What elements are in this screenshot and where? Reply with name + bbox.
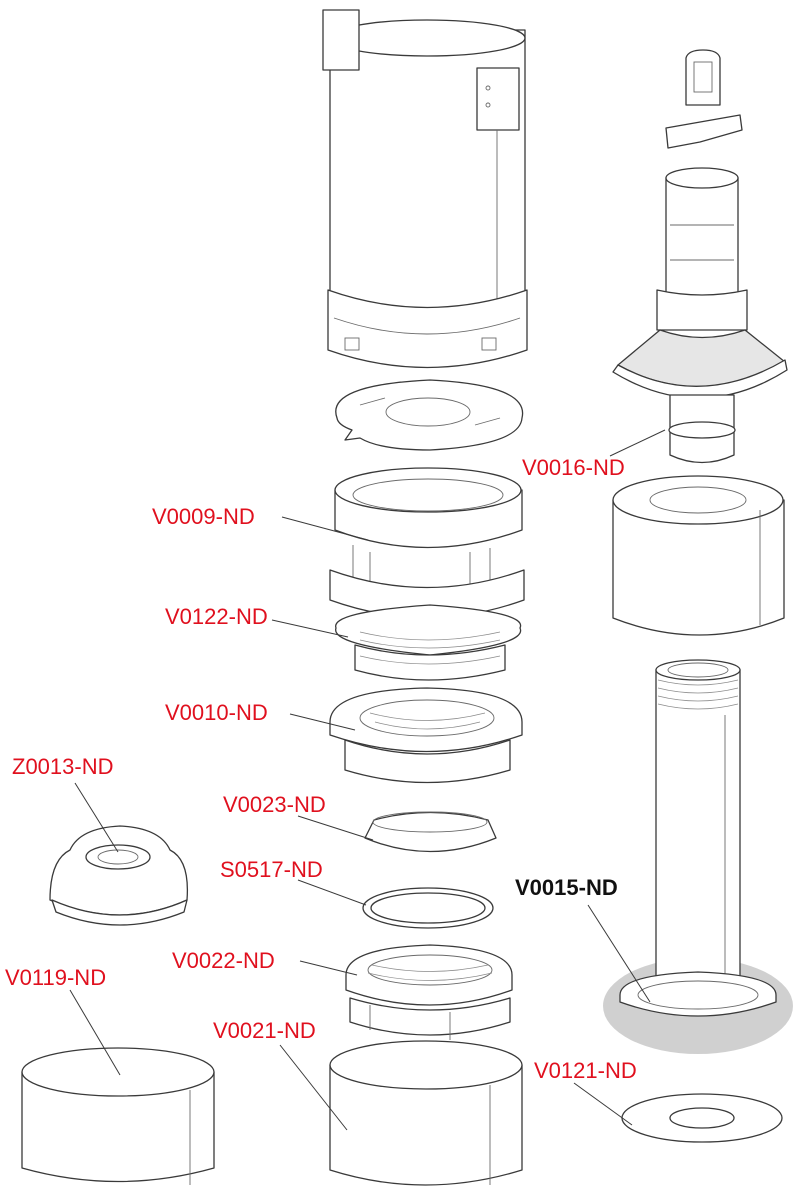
o-ring-part — [362, 887, 494, 929]
label-v0023: V0023-ND — [223, 792, 326, 817]
sleeve-part — [329, 1040, 523, 1186]
overflow-pipe-part — [619, 659, 777, 1017]
label-v0010: V0010-ND — [165, 700, 268, 725]
float-cup-part — [612, 475, 785, 636]
nut-part — [329, 687, 523, 784]
label-v0009: V0009-ND — [152, 504, 255, 529]
valve-body-part — [329, 467, 525, 619]
locking-plate-part — [335, 379, 524, 451]
float-valve-part — [609, 49, 788, 464]
label-v0119: V0119-ND — [5, 965, 106, 990]
dome-seal-part — [49, 825, 189, 926]
label-v0016: V0016-ND — [522, 455, 625, 480]
label-v0121: V0121-ND — [534, 1058, 637, 1083]
label-v0015: V0015-ND — [515, 875, 618, 900]
label-v0022: V0022-ND — [172, 948, 275, 973]
cylinder-housing-part — [322, 9, 528, 369]
label-z0013: Z0013-ND — [12, 754, 113, 779]
label-s0517: S0517-ND — [220, 857, 323, 882]
cone-washer-part — [364, 811, 497, 853]
threaded-nut-part — [345, 944, 513, 1040]
base-ring-part — [21, 1047, 215, 1185]
flange-part — [335, 604, 522, 681]
label-v0021: V0021-ND — [213, 1018, 316, 1043]
flat-washer-part — [621, 1093, 783, 1143]
label-v0122: V0122-ND — [165, 604, 268, 629]
